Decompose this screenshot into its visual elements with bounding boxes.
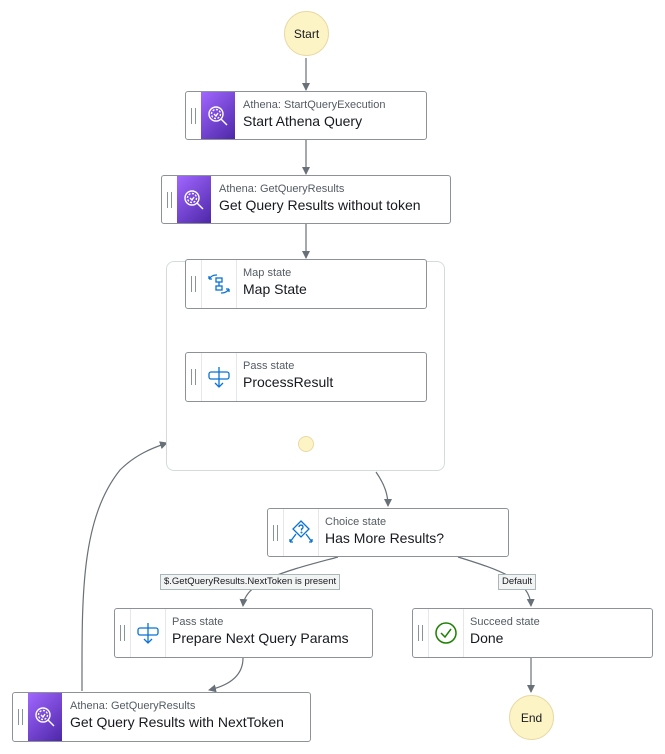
edge-prepare-to-get-next xyxy=(208,657,244,693)
end-node[interactable]: End xyxy=(509,695,554,740)
state-type: Map state xyxy=(243,267,292,279)
map-inner-end-node xyxy=(298,436,314,452)
state-title: Prepare Next Query Params xyxy=(172,630,349,646)
edge-label-default: Default xyxy=(498,574,537,590)
state-done[interactable]: Succeed state Done xyxy=(412,608,653,658)
state-type: Athena: StartQueryExecution xyxy=(243,99,386,111)
state-type: Athena: GetQueryResults xyxy=(219,183,345,195)
drag-handle[interactable] xyxy=(273,524,278,541)
athena-icon xyxy=(177,176,211,223)
state-title: Get Query Results without token xyxy=(219,197,421,213)
state-type: Athena: GetQueryResults xyxy=(70,700,196,712)
start-node[interactable]: Start xyxy=(284,11,329,56)
state-title: Start Athena Query xyxy=(243,113,363,129)
edge-get-next-to-map xyxy=(81,441,168,692)
drag-handle[interactable] xyxy=(191,276,196,292)
athena-icon xyxy=(201,92,235,139)
drag-handle[interactable] xyxy=(191,107,196,124)
state-title: Done xyxy=(470,630,504,646)
map-state-icon xyxy=(201,260,237,308)
state-prepare-next-query-params[interactable]: Pass state Prepare Next Query Params xyxy=(114,608,373,658)
state-title: ProcessResult xyxy=(243,374,334,390)
edge-map-to-choice xyxy=(375,471,392,507)
state-type: Choice state xyxy=(325,516,387,528)
edge-label-next-token: $.GetQueryResults.NextToken is present xyxy=(160,574,341,590)
drag-handle[interactable] xyxy=(18,709,23,725)
drag-handle[interactable] xyxy=(418,625,423,641)
pass-state-icon xyxy=(201,353,237,401)
pass-state-icon xyxy=(130,609,166,657)
start-label: Start xyxy=(293,26,320,41)
succeed-state-icon xyxy=(428,609,464,657)
state-type: Pass state xyxy=(243,360,295,372)
state-title: Map State xyxy=(243,281,307,297)
choice-state-icon xyxy=(283,509,319,556)
state-title: Get Query Results with NextToken xyxy=(70,714,284,730)
state-map-state[interactable]: Map state Map State xyxy=(185,259,427,309)
end-label: End xyxy=(520,710,543,725)
state-get-results-without-token[interactable]: Athena: GetQueryResults Get Query Result… xyxy=(161,175,451,224)
state-has-more-results[interactable]: Choice state Has More Results? xyxy=(267,508,509,557)
state-title: Has More Results? xyxy=(325,530,445,546)
state-type: Pass state xyxy=(172,616,224,628)
drag-handle[interactable] xyxy=(191,369,196,385)
drag-handle[interactable] xyxy=(167,191,172,208)
state-get-results-with-nexttoken[interactable]: Athena: GetQueryResults Get Query Result… xyxy=(12,692,311,742)
athena-icon xyxy=(28,693,62,741)
state-start-athena-query[interactable]: Athena: StartQueryExecution Start Athena… xyxy=(185,91,427,140)
state-process-result[interactable]: Pass state ProcessResult xyxy=(185,352,427,402)
state-type: Succeed state xyxy=(470,616,540,628)
drag-handle[interactable] xyxy=(120,625,125,641)
